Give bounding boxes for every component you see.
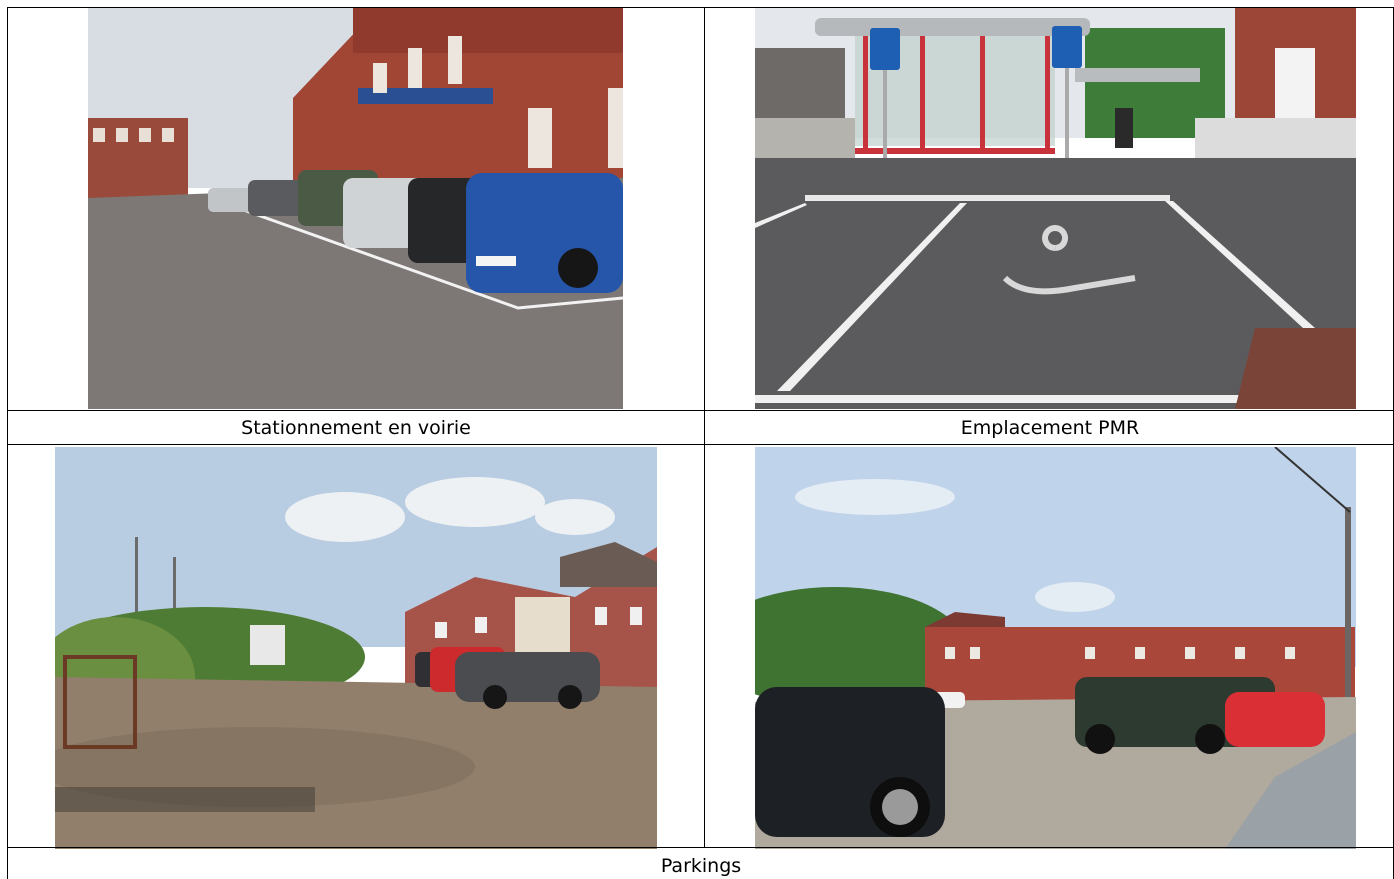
border-row2-bottom	[7, 847, 1394, 848]
border-top	[7, 7, 1394, 8]
photo-parking-gravel-right	[755, 447, 1356, 849]
photo-pmr-spot	[755, 8, 1356, 409]
border-left	[7, 7, 8, 879]
photo-parking-gravel-left	[55, 447, 657, 849]
caption-parkings: Parkings	[660, 855, 742, 877]
caption-pmr-spot: Emplacement PMR	[960, 417, 1140, 439]
caption-on-street-parking: Stationnement en voirie	[241, 417, 471, 439]
border-caption1-bottom	[7, 444, 1394, 445]
border-middle-vertical	[704, 7, 705, 847]
photo-table: Stationnement en voirie Emplacement PMR …	[7, 7, 1394, 879]
photo-on-street-parking	[88, 8, 623, 409]
border-row1-bottom	[7, 410, 1394, 411]
